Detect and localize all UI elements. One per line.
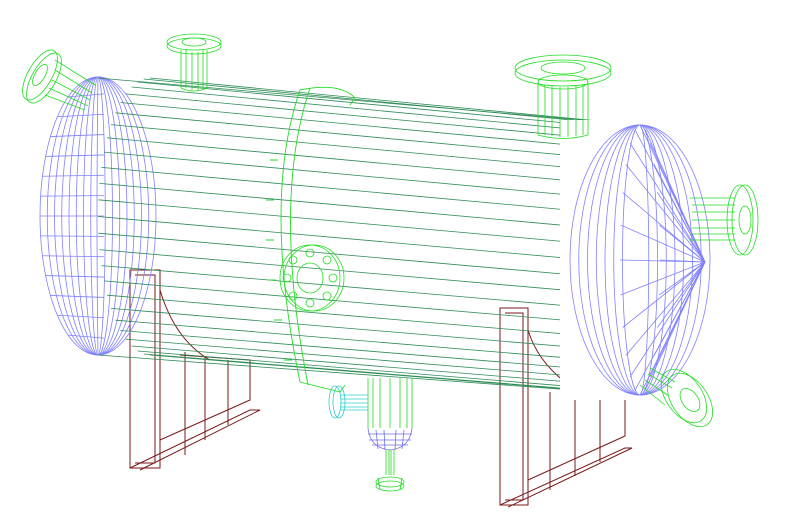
boot-sump <box>367 378 413 451</box>
horizontal-vessel-shell <box>97 77 641 396</box>
right-saddle-support <box>499 307 633 508</box>
left-saddle-support <box>129 269 261 471</box>
manway-flange <box>279 244 345 312</box>
left-elliptical-head <box>39 76 157 356</box>
boot-side-nozzle <box>328 385 368 419</box>
top-nozzle-left <box>166 33 222 92</box>
left-inlet-nozzle <box>22 49 96 111</box>
lower-right-nozzle <box>639 367 714 428</box>
top-nozzle-right <box>514 54 612 139</box>
nozzles <box>22 33 759 492</box>
stiffening-ring <box>266 86 356 393</box>
right-head-nozzle <box>690 184 759 256</box>
right-elliptical-head <box>560 120 711 400</box>
boot-drain-nozzle <box>375 450 405 492</box>
